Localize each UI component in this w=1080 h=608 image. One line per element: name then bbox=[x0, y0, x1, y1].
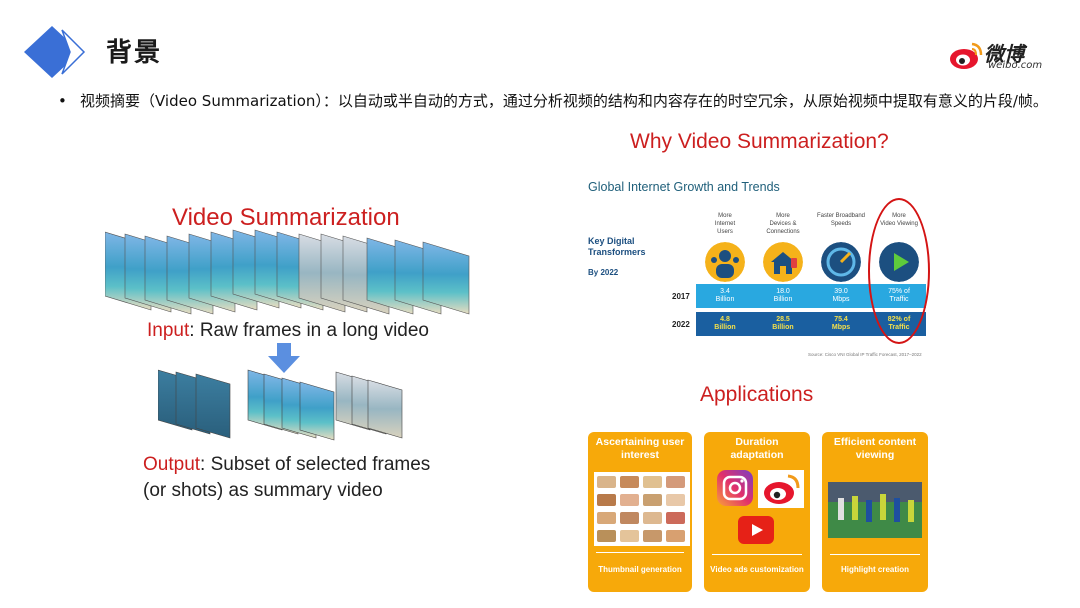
speed-gauge-icon bbox=[821, 242, 861, 282]
bullet-symbol: • bbox=[58, 92, 67, 110]
devices-icon bbox=[763, 242, 803, 282]
app-card-efficient-viewing: Efficient content viewing Highlight crea… bbox=[822, 432, 928, 592]
bullet-text: 视频摘要（Video Summarization）：以自动或半自动的方式，通过分… bbox=[80, 92, 1048, 110]
output-description-line2: (or shots) as summary video bbox=[143, 480, 383, 501]
arrow-down-icon bbox=[268, 343, 300, 373]
input-keyword: Input bbox=[147, 320, 190, 341]
app-card-duration: Duration adaptation Video ads customizat… bbox=[704, 432, 810, 592]
panel-title: Global Internet Growth and Trends bbox=[588, 180, 780, 194]
app-card-foot: Highlight creation bbox=[841, 565, 909, 574]
app-card-foot: Thumbnail generation bbox=[598, 565, 682, 574]
highlight-oval bbox=[868, 198, 930, 344]
raw-frames-image bbox=[105, 229, 470, 315]
weibo-logo: 微博 weibo.com bbox=[948, 38, 1042, 74]
by-year-label: By 2022 bbox=[588, 268, 619, 277]
app-card-head: Ascertaining user interest bbox=[595, 436, 685, 461]
output-caption: Output: Subset of selected frames (or sh… bbox=[143, 452, 430, 504]
why-title: Why Video Summarization? bbox=[630, 130, 889, 153]
output-description: : Subset of selected frames bbox=[200, 454, 431, 475]
applications-title: Applications bbox=[700, 383, 814, 406]
weibo-eye-icon bbox=[950, 42, 983, 69]
selected-frames-image bbox=[158, 369, 403, 441]
output-keyword: Output bbox=[143, 454, 201, 475]
page-title: 背景 bbox=[106, 38, 163, 68]
thumbnail-grid-image bbox=[594, 472, 690, 546]
input-caption: Input: Raw frames in a long video bbox=[147, 320, 429, 342]
diamond-logo-icon bbox=[24, 26, 86, 78]
users-icon bbox=[705, 242, 745, 282]
figure-title: Video Summarization bbox=[172, 204, 400, 231]
app-card-head: Efficient content viewing bbox=[833, 436, 917, 461]
soccer-highlight-image bbox=[828, 482, 922, 538]
app-card-foot: Video ads customization bbox=[710, 565, 804, 574]
year-2022: 2022 bbox=[672, 320, 690, 329]
instagram-icon bbox=[717, 470, 753, 506]
brand-url: weibo.com bbox=[988, 60, 1043, 71]
youtube-icon bbox=[738, 516, 774, 544]
input-description: : Raw frames in a long video bbox=[189, 320, 429, 341]
source-note: Source: Cisco VNI Global IP Traffic Fore… bbox=[808, 352, 922, 357]
app-card-head: Duration adaptation bbox=[730, 436, 784, 461]
bullet-point: • 视频摘要（Video Summarization）：以自动或半自动的方式，通… bbox=[58, 92, 1048, 110]
year-2017: 2017 bbox=[672, 292, 690, 301]
app-card-user-interest: Ascertaining user interest Thumbnail gen… bbox=[588, 432, 692, 592]
brand-name: 微博 bbox=[984, 42, 1024, 66]
weibo-eye-icon bbox=[758, 470, 804, 508]
